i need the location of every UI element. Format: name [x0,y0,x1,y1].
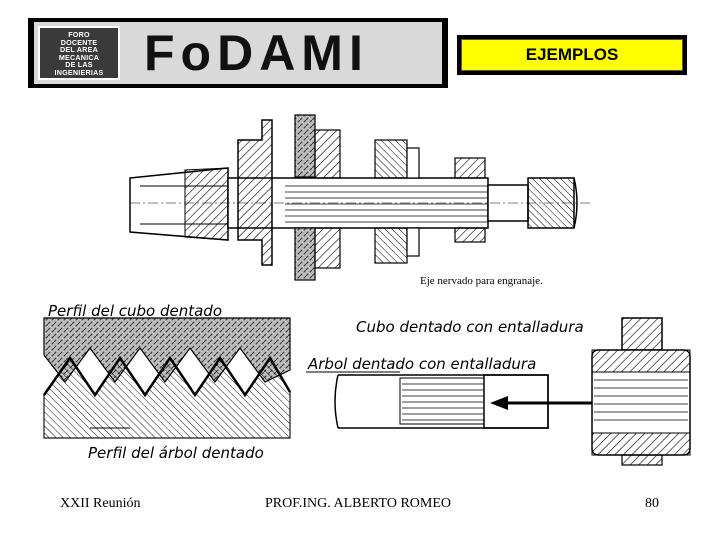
logo-badge-line: DEL AREA [60,45,98,55]
fodami-logo: FORO DOCENTE DEL AREA MECANICA DE LAS IN… [28,18,448,88]
hub-profile-label: Perfil del cubo dentado [48,302,222,320]
top-figure-caption: Eje nervado para engranaje. [420,275,543,287]
gear-2 [374,139,420,264]
logo-badge-line: DOCENTE [60,37,98,47]
splined-hub [591,317,691,466]
section-title: EJEMPLOS [461,39,683,71]
logo-badge-line: FORO [68,30,90,39]
logo-panel: FORO DOCENTE DEL AREA MECANICA DE LAS IN… [34,22,442,84]
logo-badge-line: MECANICA [58,52,100,62]
page-number: 80 [645,496,659,511]
shaft-profile-label: Perfil del árbol dentado [88,444,264,462]
shaft-taper-section [184,167,229,241]
spline-profile-drawing: Perfil del cubo dentado Perfil del árbol… [42,302,292,462]
logo-badge: FORO DOCENTE DEL AREA MECANICA DE LAS IN… [38,26,120,80]
hub-label: Cubo dentado con entalladura [356,318,584,336]
gear-1 [294,114,341,281]
logo-wordmark: FoDAMI [144,25,369,81]
logo-badge-line: DE LAS [65,60,93,70]
shaft-tooth-profile [42,355,292,398]
section-title-box: EJEMPLOS [457,35,687,75]
splined-shaft-drawing: Eje nervado para engranaje. [129,114,590,287]
spline-lines [285,185,488,223]
shaft-label: Arbol dentado con entalladura [307,355,536,373]
hub-left [237,119,273,266]
gear-3 [454,157,486,243]
footer-author: PROF.ING. ALBERTO ROMEO [265,496,452,511]
logo-badge-line: INGENIERIAS [54,67,104,77]
hub-and-shaft-drawing: Cubo dentado con entalladura Arbol denta… [306,317,691,466]
footer-event: XXII Reunión [60,496,141,511]
